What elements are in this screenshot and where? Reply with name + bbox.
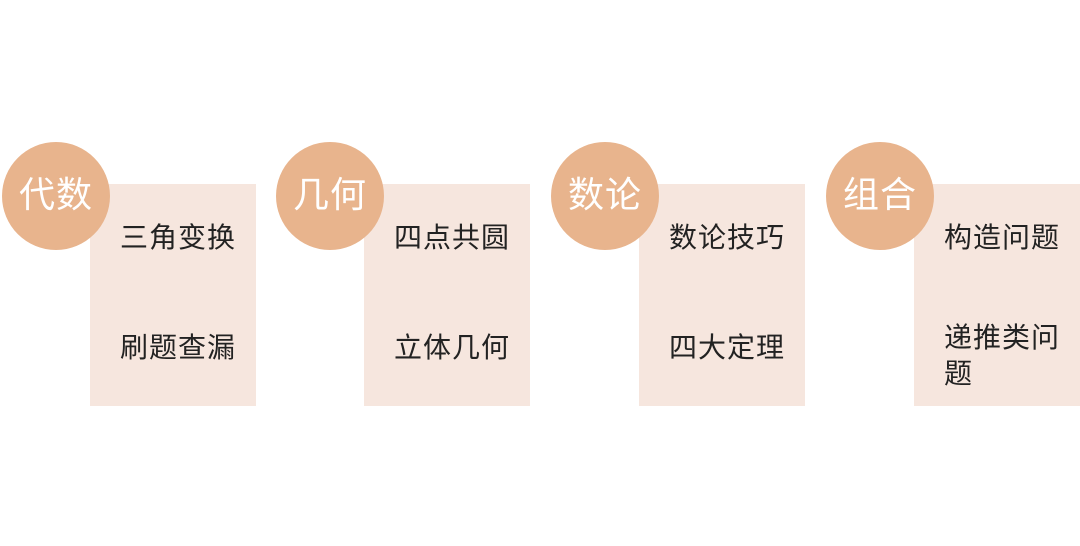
topic-item: 三角变换 [120, 221, 237, 254]
topic-item: 数论技巧 [669, 221, 786, 254]
topic-item: 递推类问题 [944, 321, 1061, 390]
topic-card: 四点共圆 立体几何 [364, 184, 530, 406]
topic-circle: 数论 [551, 142, 659, 250]
topic-card: 构造问题 递推类问题 [914, 184, 1080, 406]
topic-item: 四大定理 [669, 331, 786, 364]
topic-item: 四点共圆 [394, 221, 511, 254]
topic-item: 构造问题 [944, 221, 1061, 254]
topic-group-geometry: 四点共圆 立体几何 几何 [276, 142, 530, 406]
topic-circle: 代数 [2, 142, 110, 250]
topic-group-combinatorics: 构造问题 递推类问题 组合 [826, 142, 1080, 406]
topic-item: 刷题查漏 [120, 331, 237, 364]
topic-circle: 组合 [826, 142, 934, 250]
topic-card: 数论技巧 四大定理 [639, 184, 805, 406]
topic-circle: 几何 [276, 142, 384, 250]
topic-card: 三角变换 刷题查漏 [90, 184, 256, 406]
topic-group-algebra: 三角变换 刷题查漏 代数 [2, 142, 256, 406]
topic-item: 立体几何 [394, 331, 511, 364]
topic-group-number-theory: 数论技巧 四大定理 数论 [551, 142, 805, 406]
